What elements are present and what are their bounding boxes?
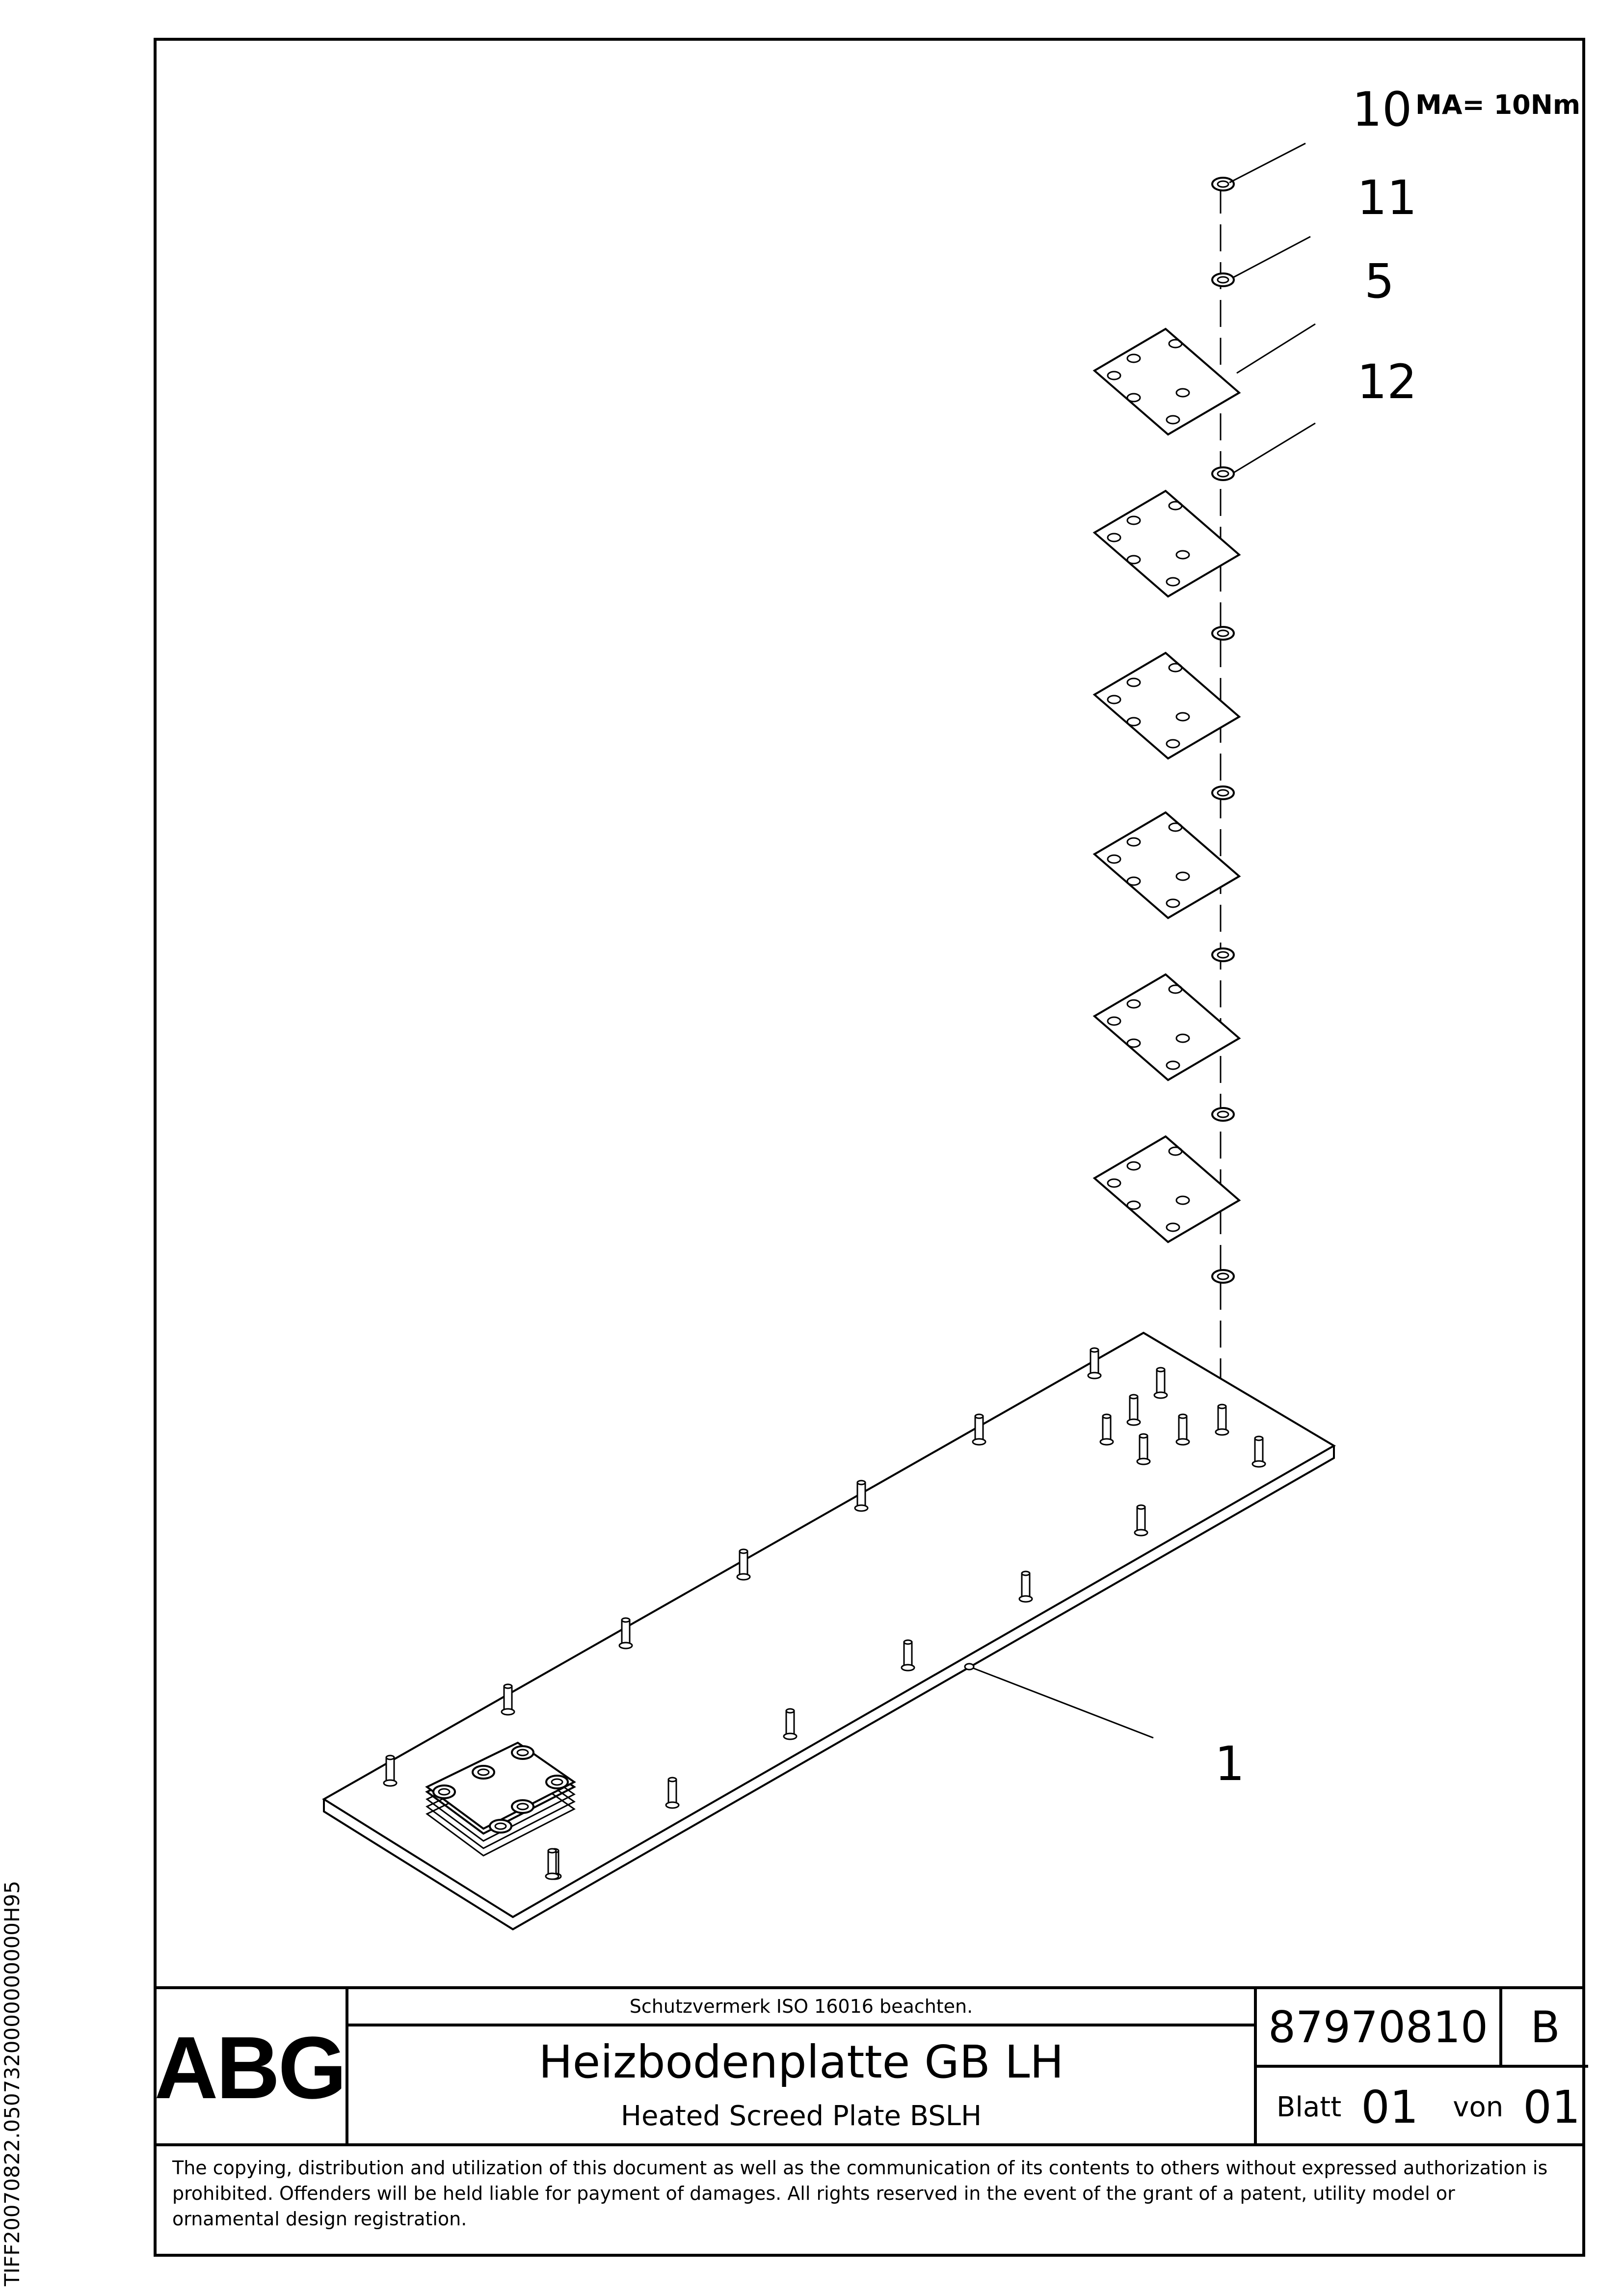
callout-12: 12: [1357, 354, 1417, 409]
washer: [1211, 1269, 1235, 1284]
legal-notice: The copying, distribution and utilizatio…: [154, 2143, 1585, 2257]
of-label: von: [1453, 2091, 1504, 2123]
shim-plate: [1093, 811, 1240, 919]
callout-5: 5: [1364, 254, 1395, 309]
plate-stack: [425, 1741, 576, 1880]
washer-item-5: [1211, 466, 1235, 481]
washer: [1211, 626, 1235, 641]
drawing-frame: [154, 38, 1585, 2257]
screed-plate-item-1: [322, 1331, 1336, 1931]
washer-item-11: [1211, 272, 1235, 287]
shim-plate: [1093, 973, 1240, 1081]
torque-spec: MA= 10Nm: [1415, 89, 1581, 120]
protection-notice: Schutzvermerk ISO 16016 beachten.: [348, 1989, 1254, 2026]
title-block: ABG Schutzvermerk ISO 16016 beachten. He…: [154, 1986, 1588, 2257]
shim-plate: [1093, 490, 1240, 597]
company-logo: ABG: [154, 1989, 348, 2146]
title-area: Schutzvermerk ISO 16016 beachten. Heizbo…: [348, 1989, 1254, 2146]
revision: B: [1502, 1989, 1588, 2068]
nut-item-10: [1211, 177, 1235, 191]
washer: [1211, 1107, 1235, 1122]
shim-plate: [1093, 1135, 1240, 1243]
callout-10: 10: [1352, 82, 1412, 137]
title-german: Heizbodenplatte GB LH: [538, 2036, 1064, 2088]
washer: [1211, 947, 1235, 962]
doc-info: 87970810 B Blatt 01 von 01: [1254, 1989, 1588, 2146]
shim-plate-item-12: [1093, 328, 1240, 435]
title-block-main: ABG Schutzvermerk ISO 16016 beachten. He…: [154, 1986, 1588, 2146]
document-number: 87970810: [1257, 1989, 1502, 2068]
title-english: Heated Screed Plate BSLH: [620, 2100, 982, 2132]
sheet-total: 01: [1523, 2080, 1581, 2134]
callout-11: 11: [1357, 170, 1417, 225]
shim-plate: [1093, 652, 1240, 759]
sheet-info: Blatt 01 von 01: [1257, 2068, 1588, 2146]
sheet-number: 01: [1361, 2080, 1419, 2134]
washer: [1211, 785, 1235, 800]
callout-1: 1: [1215, 1736, 1245, 1791]
sheet-label: Blatt: [1277, 2091, 1342, 2123]
